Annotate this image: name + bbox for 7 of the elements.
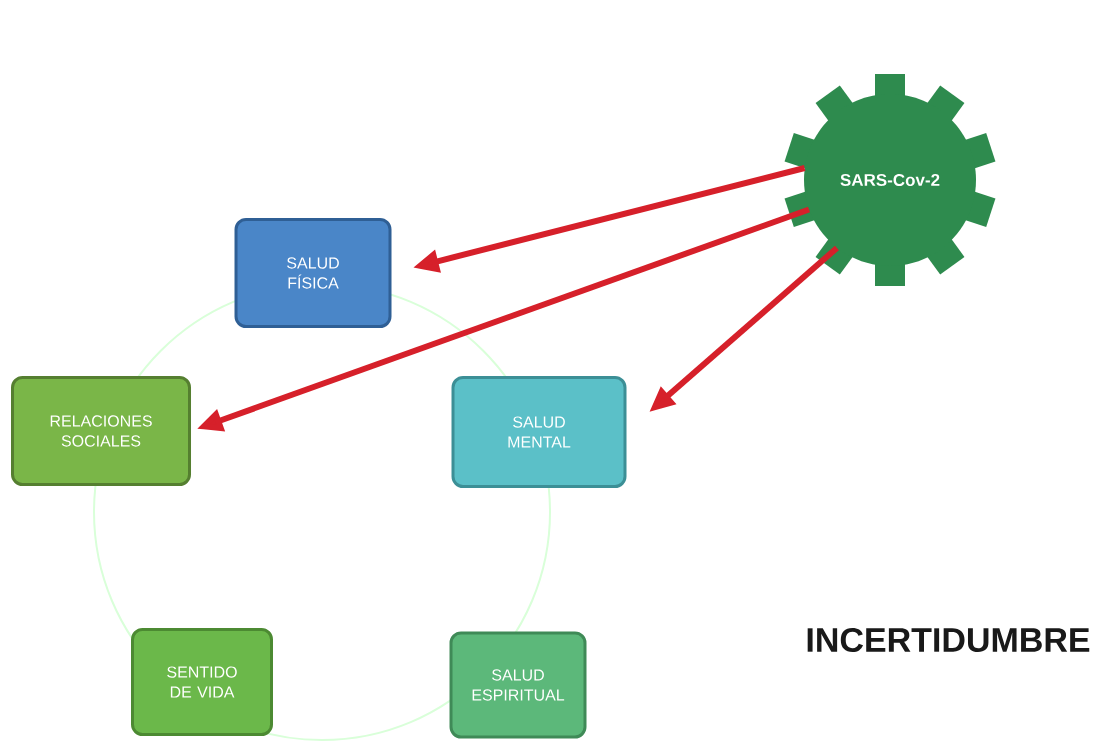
rounded-box: SENTIDO DE VIDA [131, 628, 273, 736]
rounded-box: SALUD MENTAL [451, 376, 627, 488]
rounded-box: SALUD FÍSICA [234, 218, 392, 328]
gear: SARS-Cov-2 [784, 74, 996, 286]
rounded-box: SALUD ESPIRITUAL [449, 631, 587, 739]
heading: INCERTIDUMBRE [807, 627, 1090, 653]
rounded-box: RELACIONES SOCIALES [11, 376, 191, 486]
